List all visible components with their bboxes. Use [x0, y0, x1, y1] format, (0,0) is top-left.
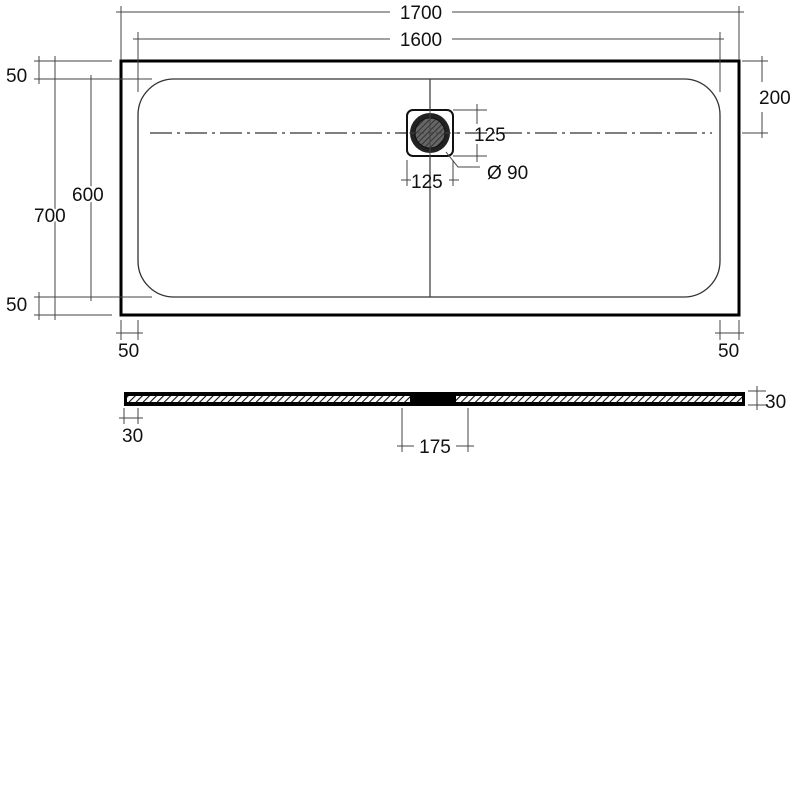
dim-section-right-30: 30 [748, 386, 786, 413]
label-125-width: 125 [411, 172, 443, 193]
drain-icon [400, 104, 460, 162]
dim-drain: 125 125 Ø 90 [401, 104, 528, 193]
dim-drain-opening-175: 175 [397, 408, 474, 458]
drain-opening [412, 396, 454, 402]
dim-section-left-30: 30 [119, 408, 143, 447]
label-50-left: 50 [118, 341, 139, 362]
tray-outer-outline [119, 59, 741, 317]
dim-overall-length: 1700 [116, 3, 744, 60]
label-diameter-90: Ø 90 [487, 163, 528, 184]
label-50-right: 50 [718, 341, 739, 362]
label-50-bottom: 50 [6, 295, 27, 316]
dim-left: 50 700 600 50 [6, 56, 152, 320]
label-175: 175 [419, 437, 451, 458]
label-30-right: 30 [765, 392, 786, 413]
label-125-height: 125 [474, 125, 506, 146]
section-view: 30 30 175 [119, 386, 786, 458]
label-200: 200 [759, 88, 791, 109]
label-50-top: 50 [6, 66, 27, 87]
label-1600: 1600 [400, 30, 442, 51]
dim-drain-offset: 200 [742, 56, 791, 138]
dim-bottom-rims: 50 50 [116, 320, 744, 362]
plan-view: 1700 1600 200 50 700 600 [6, 3, 791, 362]
label-1700: 1700 [400, 3, 442, 24]
label-700: 700 [34, 206, 66, 227]
tray-inner-basin [137, 78, 721, 298]
label-30-left: 30 [122, 426, 143, 447]
label-600: 600 [72, 185, 104, 206]
dim-inner-length: 1600 [133, 30, 724, 92]
